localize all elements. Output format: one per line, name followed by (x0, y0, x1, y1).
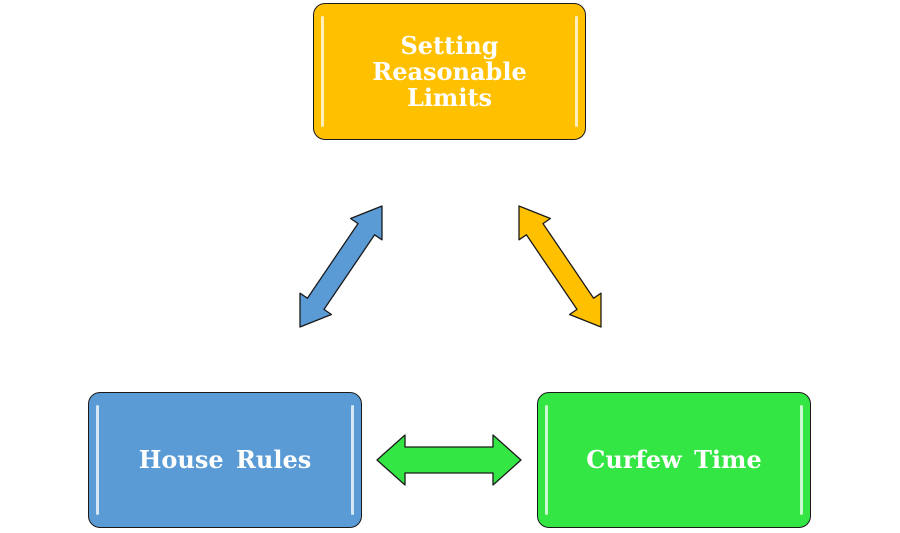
double-arrow-top-right (518, 205, 602, 328)
double-arrow-left-right (376, 434, 522, 486)
node-house-rules[interactable]: House Rules (88, 392, 362, 528)
node-setting-reasonable-limits[interactable]: Setting Reasonable Limits (313, 3, 586, 140)
node-label: House Rules (138, 445, 312, 474)
node-label: Setting Reasonable Limits (372, 30, 527, 112)
double-arrow-left-top (299, 205, 383, 328)
node-label: Curfew Time (586, 445, 762, 474)
node-curfew-time[interactable]: Curfew Time (537, 392, 811, 528)
